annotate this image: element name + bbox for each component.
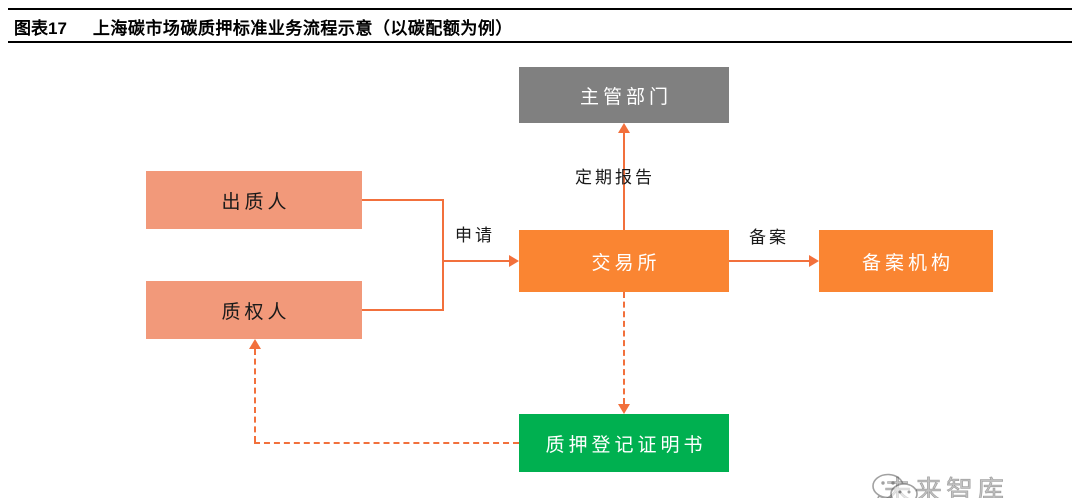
figure-title-row: 图表17 上海碳市场碳质押标准业务流程示意（以碳配额为例） (14, 12, 513, 40)
title-rule-top (8, 8, 1072, 10)
connector-exchange-to-certificate (623, 292, 625, 404)
node-pledgee[interactable]: 质权人 (146, 281, 362, 339)
edge-label-apply: 申请 (455, 226, 495, 245)
node-authority-label: 主管部门 (579, 86, 672, 108)
connector-certificate-to-pledgee-vertical (254, 349, 256, 442)
connector-exchange-to-filing (729, 260, 809, 262)
figure-index: 图表17 (14, 18, 67, 38)
connector-exchange-to-authority (623, 133, 625, 230)
node-certificate-label: 质押登记证明书 (545, 434, 707, 456)
edge-label-record: 备案 (749, 228, 789, 247)
arrowhead-certificate-to-pledgee (249, 339, 261, 349)
connector-left-bus-vertical (442, 199, 444, 311)
node-pledgee-label: 质权人 (221, 301, 291, 323)
arrowhead-apply-to-exchange (509, 255, 519, 267)
node-certificate[interactable]: 质押登记证明书 (519, 414, 729, 472)
title-rule-bottom (8, 41, 1072, 43)
wechat-icon (866, 471, 926, 498)
figure-title: 上海碳市场碳质押标准业务流程示意（以碳配额为例） (92, 18, 513, 38)
node-pledgor[interactable]: 出质人 (146, 171, 362, 229)
edge-label-report: 定期报告 (575, 168, 655, 187)
arrowhead-exchange-to-certificate (618, 404, 630, 414)
node-filing[interactable]: 备案机构 (819, 230, 993, 292)
connector-apply-to-exchange (442, 260, 509, 262)
node-pledgor-label: 出质人 (221, 191, 291, 213)
node-exchange-label: 交易所 (591, 252, 661, 274)
arrowhead-exchange-to-authority (618, 123, 630, 133)
arrowhead-exchange-to-filing (809, 255, 819, 267)
node-authority[interactable]: 主管部门 (519, 67, 729, 123)
connector-pledgor-horizontal (362, 199, 444, 201)
watermark-zhiku: 未来智库 (884, 476, 1008, 498)
connector-certificate-horizontal (254, 442, 519, 444)
connector-pledgee-horizontal (362, 309, 444, 311)
node-filing-label: 备案机构 (861, 252, 954, 274)
flowchart-canvas: 主管部门 出质人 质权人 交易所 备案机构 质押登记证明书 申请 定期报告 备案… (0, 43, 1080, 498)
node-exchange[interactable]: 交易所 (519, 230, 729, 292)
